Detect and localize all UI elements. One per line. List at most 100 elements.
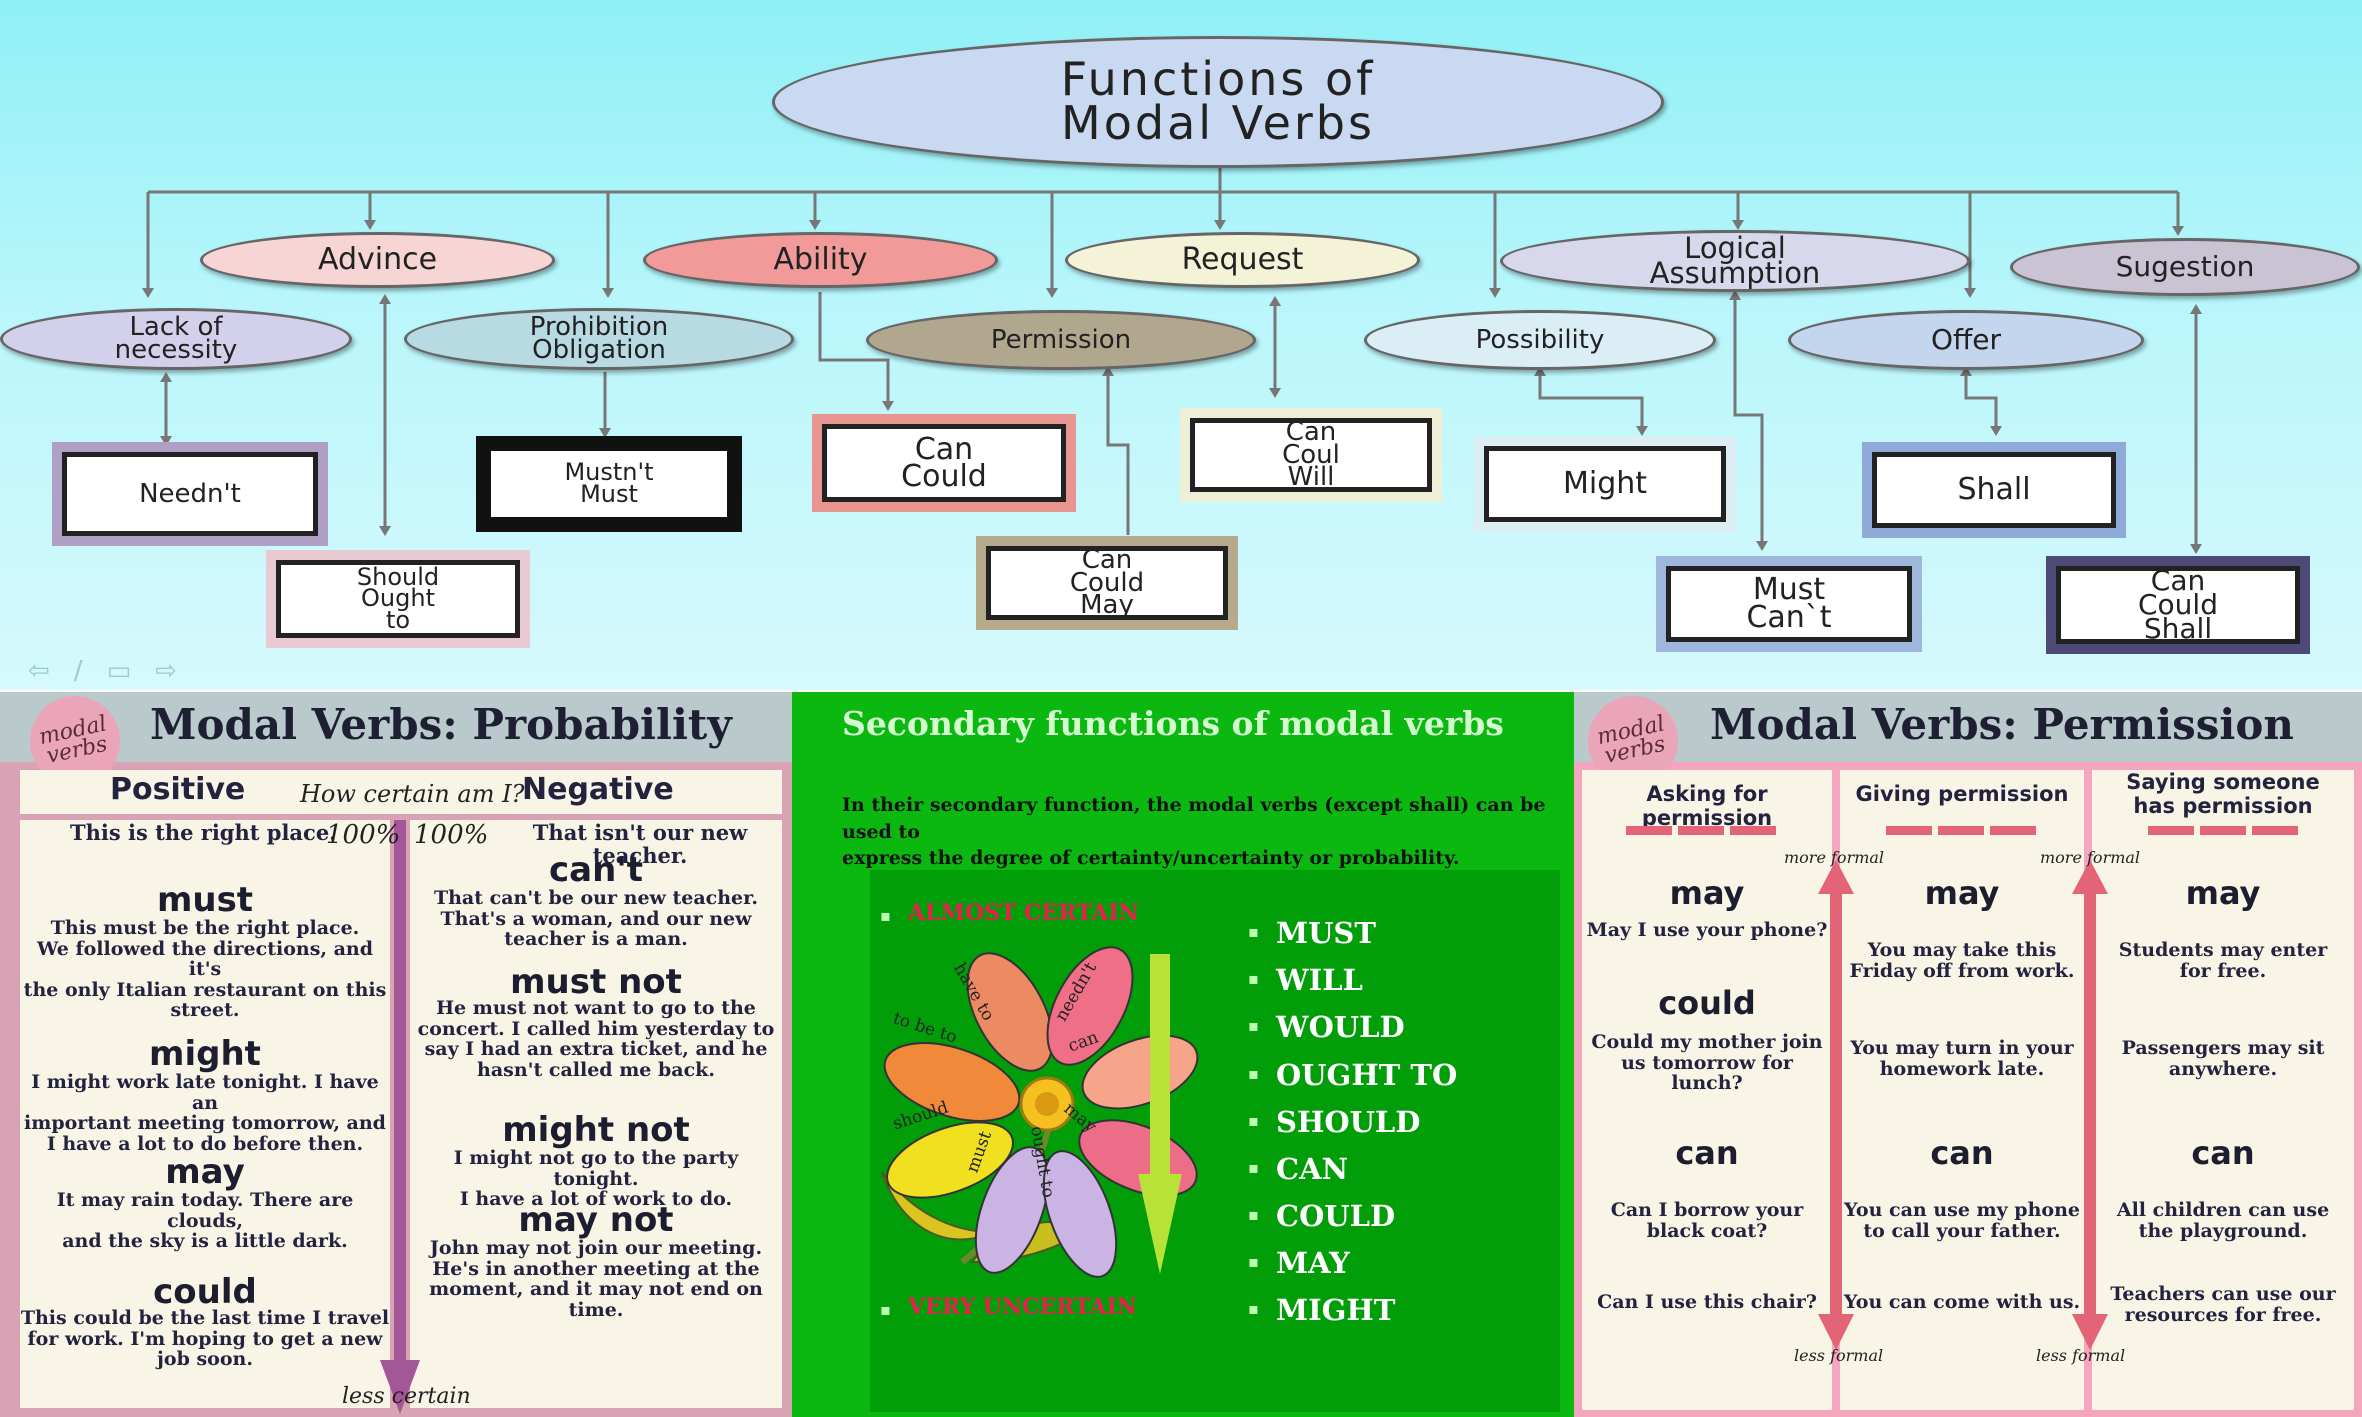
pen-icon: ∕	[73, 656, 107, 686]
could-l3: lunch?	[1671, 1072, 1743, 1095]
should-l2: Ought	[361, 584, 435, 613]
may-ex-l2: and the sky is a little dark.	[62, 1230, 348, 1253]
might-ex-l2: important meeting tomorrow, and	[24, 1112, 386, 1135]
verb-may-not: may not	[518, 1200, 674, 1240]
verb-may: may	[1924, 874, 2000, 912]
s-ex2-l1: Passengers may sit	[2121, 1037, 2325, 1059]
verb-can: can	[1930, 1134, 1994, 1172]
category-logical-assumption: Logical Assumption	[1500, 230, 1970, 292]
secondary-description: In their secondary function, the modal v…	[842, 792, 1562, 872]
must-ex-l1: This must be the right place.	[50, 917, 360, 939]
cancould-l2: Could	[901, 459, 987, 494]
less-certain-label: less certain	[342, 1384, 471, 1409]
must-ex-l2: We followed the directions, and it's	[36, 937, 374, 981]
could-ex-l2: for work. I'm hoping to get a new	[27, 1327, 383, 1350]
header-underline	[1886, 826, 2038, 835]
saying-permission-header: Saying someone has permission	[2092, 770, 2354, 818]
negative-column	[410, 820, 782, 1408]
could-l2: us tomorrow for	[1621, 1051, 1793, 1074]
cant-ex-l1: That can't be our new teacher.	[433, 887, 759, 909]
pct-right: 100%	[414, 820, 489, 850]
giving-may-example-2: You may turn in your homework late.	[1840, 1038, 2084, 1079]
s-ex4-l2: resources for free.	[2124, 1303, 2322, 1326]
must-ex-l4: street.	[170, 999, 240, 1022]
slide-icon: ▭	[106, 656, 156, 686]
maynot-ex-l3: moment, and it may not end on time.	[429, 1278, 763, 1321]
s-ex4-l1: Teachers can use our	[2110, 1283, 2336, 1305]
category-request: Request	[1065, 232, 1420, 288]
positive-column	[20, 820, 390, 1408]
maynot-ex-l2: He's in another meeting at the	[432, 1257, 760, 1280]
s-ex3-l2: the playground.	[2138, 1219, 2308, 1242]
must-l1: Must	[1752, 572, 1826, 608]
verb-might-not: might not	[502, 1110, 690, 1150]
category-sugestion: Sugestion	[2010, 238, 2360, 296]
might-not-example: I might not go to the party tonight. I h…	[410, 1148, 782, 1210]
box-can-could: Can Could	[812, 414, 1076, 512]
req-l1: Can	[1285, 416, 1337, 447]
mustnot-ex-l4: hasn't called me back.	[477, 1058, 715, 1081]
saying-can-example-1: All children can use the playground.	[2092, 1200, 2354, 1241]
could-example: This could be the last time I travel for…	[20, 1308, 390, 1370]
verb-might: might	[149, 1034, 261, 1074]
modal-list-item: SHOULD	[1248, 1105, 1421, 1139]
giving-can-example-1: You can use my phone to call your father…	[1840, 1200, 2084, 1241]
should-l1: Should	[356, 563, 440, 592]
probability-headers-row	[20, 770, 782, 814]
box-neednt: Needn't	[52, 442, 328, 546]
slide-nav-icons: ⇦∕▭⇨	[28, 656, 201, 686]
may-example: It may rain today. There are clouds, and…	[20, 1190, 390, 1252]
can-l2: black coat?	[1646, 1219, 1768, 1242]
verb-could: could	[153, 1272, 257, 1312]
modal-list-item: WOULD	[1248, 1010, 1405, 1044]
s-ex1-l1: Students may enter	[2118, 939, 2328, 961]
might-ex-l1: I might work late tonight. I have an	[31, 1071, 379, 1114]
category-permission: Permission	[866, 310, 1256, 370]
mustnot-ex-l2: concert. I called him yesterday to	[417, 1017, 775, 1040]
must-ex-l3: the only Italian restaurant on this	[23, 978, 387, 1001]
forward-arrow-icon: ⇨	[155, 656, 201, 686]
header-underline	[2148, 826, 2300, 835]
verb-could: could	[1658, 984, 1756, 1022]
must-not-example: He must not want to go to the concert. I…	[410, 998, 782, 1080]
modal-list-item: WILL	[1248, 963, 1363, 997]
saying-may-example-2: Passengers may sit anywhere.	[2092, 1038, 2354, 1079]
secondary-text-l1: In their secondary function, the modal v…	[842, 794, 1546, 843]
giving-can-example-2: You can come with us.	[1843, 1291, 2081, 1313]
category-lack-of-necessity: Lack of necessity	[0, 308, 352, 370]
s-ex2-l2: anywhere.	[2168, 1057, 2278, 1080]
box-mustnt-must: Mustn't Must	[476, 436, 742, 532]
modal-list-item: CAN	[1248, 1152, 1348, 1186]
verb-may: may	[165, 1152, 245, 1192]
saying-can-example-2: Teachers can use our resources for free.	[2092, 1284, 2354, 1325]
modal-list-item: MAY	[1248, 1246, 1350, 1280]
perm-l1: Can	[1081, 544, 1133, 575]
verb-can: can	[2191, 1134, 2255, 1172]
diagram-title: Functions of Modal Verbs	[772, 36, 1664, 168]
diagram-title-line1: Functions of	[1060, 52, 1376, 107]
lack-line1: Lack of	[129, 311, 223, 342]
asking-may-example: May I use your phone?	[1586, 919, 1828, 941]
negative-label: Negative	[522, 772, 674, 807]
secondary-functions-panel: Secondary functions of modal verbs In th…	[792, 692, 1574, 1417]
category-advince: Advince	[200, 232, 555, 288]
category-prohibition-obligation: Prohibition Obligation	[404, 308, 794, 370]
g-ex1-l1: You may take this	[1867, 939, 2057, 961]
logical-line1: Logical	[1684, 231, 1786, 266]
back-arrow-icon: ⇦	[28, 656, 74, 686]
perm-l2: Could	[1069, 567, 1145, 598]
almost-certain-text: ALMOST CERTAIN	[908, 900, 1139, 926]
might-text: Might	[1484, 446, 1726, 522]
shall-text: Shall	[1872, 452, 2116, 528]
box-must-cant: Must Can`t	[1656, 556, 1922, 652]
asking-column	[1582, 770, 1832, 1410]
giving-permission-header: Giving permission	[1855, 782, 2069, 806]
secondary-text-l2: express the degree of certainty/uncertai…	[842, 847, 1460, 870]
category-offer: Offer	[1788, 310, 2144, 370]
box-shall: Shall	[1862, 442, 2126, 538]
asking-can-example-2: Can I use this chair?	[1597, 1291, 1817, 1313]
asking-permission-header: Asking for permission	[1641, 782, 1773, 830]
probability-header	[0, 692, 792, 762]
